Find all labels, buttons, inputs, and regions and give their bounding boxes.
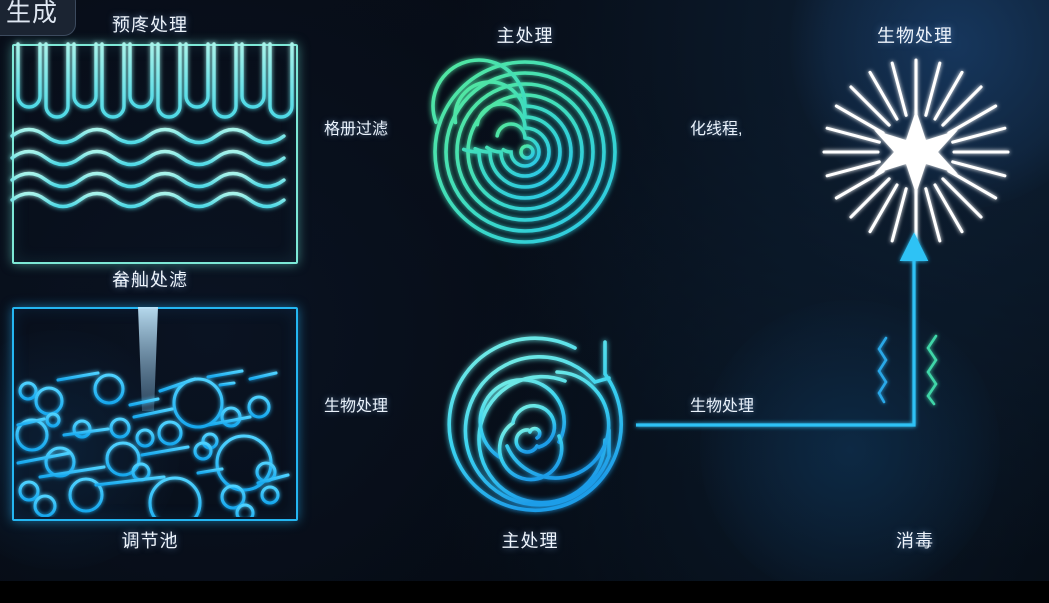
pretreatment-box-frame: [12, 44, 298, 264]
flow-grid-filter-label: 格册过滤: [324, 121, 389, 138]
biological-treatment-node[interactable]: [820, 52, 1012, 252]
primary-treatment-top-label: 主处理: [496, 26, 554, 46]
primary-treatment-bottom-node[interactable]: [437, 330, 637, 530]
spiral-green-icon: [431, 58, 617, 244]
background-glow-bottom-right: [700, 300, 1000, 600]
flow-bio-lower-left-label: 生物处理: [324, 398, 389, 415]
pretreatment-bottom-label: 畚舢处滤: [112, 270, 188, 290]
primary-treatment-bottom-label: 主处理: [501, 531, 559, 551]
inflow-stream: [138, 307, 158, 411]
spiral-cyan-hook-icon: [447, 336, 623, 512]
flow-chemical-line-label: 化线程,: [690, 121, 743, 138]
disinfection-bottom-label: 消毒: [896, 531, 934, 551]
primary-treatment-top-node[interactable]: [431, 52, 622, 252]
equalization-bottom-label: 调节池: [121, 531, 179, 551]
biological-treatment-top-label: 生物处理: [877, 26, 953, 46]
star-core: [874, 110, 958, 194]
generate-button-label: 生成: [5, 0, 58, 27]
flow-bio-lower-right-arrow: [636, 232, 929, 427]
disinfection-wave-icons: [877, 334, 938, 406]
flow-bio-lower-right-label: 生物处理: [690, 398, 755, 415]
screen-grid-waves-icon: [10, 42, 294, 260]
generate-button[interactable]: 生成: [0, 0, 76, 36]
starburst-icon: [822, 58, 1010, 246]
pretreatment-top-label: 预庝处理: [112, 15, 188, 35]
tank-bubbles-icon: [12, 307, 294, 517]
